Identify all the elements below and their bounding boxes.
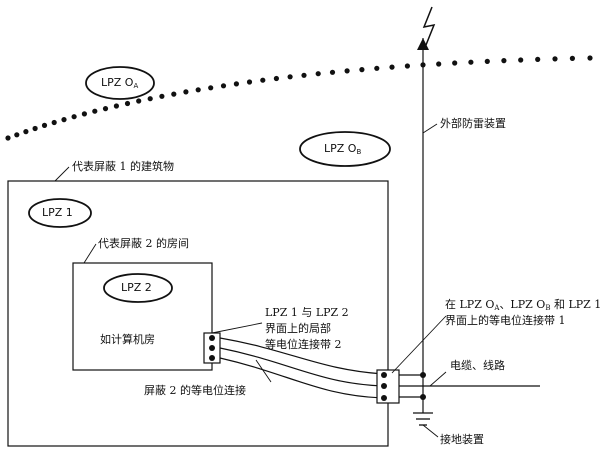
boundary-dot <box>113 103 119 109</box>
boundary-dot <box>359 67 365 73</box>
boundary-dot <box>501 58 507 64</box>
boundary-dot <box>569 55 576 62</box>
boundary-dot <box>159 93 165 99</box>
interface-bonding-bar-1-label-line1: 在 LPZ OA、LPZ OB 和 LPZ 1 <box>445 298 600 312</box>
boundary-dot <box>260 77 266 83</box>
boundary-dot <box>208 85 214 91</box>
boundary-dot <box>102 106 109 112</box>
boundary-dot <box>195 87 201 93</box>
boundary-dot <box>273 75 279 82</box>
lpz0b-label: LPZ OB <box>324 142 362 156</box>
local-bonding-bar-2-label-line2: 界面上的局部 <box>265 322 331 335</box>
cable-bundle <box>219 337 385 399</box>
lpz1-label: LPZ 1 <box>42 206 73 219</box>
boundary-dot <box>14 132 20 138</box>
lightning-bolt-icon <box>422 6 436 46</box>
boundary-dot <box>329 69 336 75</box>
boundary-dot <box>23 129 29 135</box>
lpz1-ellipse <box>28 198 92 228</box>
cables-lines-label: 电缆、线路 <box>450 359 505 372</box>
boundary-dot <box>344 68 350 74</box>
lpz0a-ellipse <box>85 66 155 100</box>
lpz0-boundary-dotted-line <box>5 55 593 141</box>
boundary-dot <box>124 100 131 107</box>
lpz0a-label: LPZ OA <box>101 76 139 90</box>
earthing-device-label: 接地装置 <box>440 433 484 446</box>
boundary-dot <box>147 96 153 102</box>
boundary-dot <box>51 119 57 126</box>
earth-ground-icon <box>413 412 433 426</box>
boundary-dot <box>518 57 524 63</box>
boundary-dot <box>233 81 239 87</box>
interface-bonding-bar-1-label-line2: 界面上的等电位连接带 1 <box>445 314 566 327</box>
boundary-dot <box>136 98 142 104</box>
bonding-bar-2-nodes <box>209 335 215 361</box>
boundary-dot <box>535 56 541 63</box>
boundary-dot <box>81 111 87 117</box>
external-lightning-protection-label: 外部防雷装置 <box>440 117 506 130</box>
boundary-dot <box>61 117 67 123</box>
leader-lines <box>54 123 447 438</box>
boundary-dot <box>484 58 490 64</box>
boundary-dot <box>374 65 380 71</box>
boundary-dot <box>301 72 307 78</box>
boundary-dot <box>552 56 558 62</box>
boundary-dot <box>220 83 227 89</box>
boundary-dot <box>71 114 77 120</box>
boundary-dot <box>246 79 253 85</box>
building-shield-1 <box>7 180 389 447</box>
shield-2-bonding-label: 屏蔽 2 的等电位连接 <box>144 384 246 397</box>
lpz0b-ellipse <box>299 131 391 167</box>
boundary-dot <box>587 55 593 61</box>
local-bonding-bar-2-label-line1: LPZ 1 与 LPZ 2 <box>265 306 349 319</box>
computer-room-label: 如计算机房 <box>100 333 155 346</box>
boundary-dot <box>92 108 98 114</box>
boundary-dot <box>41 122 48 128</box>
local-bonding-bar-2-label-line3: 等电位连接带 2 <box>265 338 342 351</box>
boundary-dot <box>287 74 293 80</box>
boundary-dot <box>315 71 321 77</box>
room-shield-2-label: 代表屏蔽 2 的房间 <box>98 237 189 250</box>
bonding-bar-1-nodes <box>381 372 426 401</box>
boundary-dot <box>404 63 410 69</box>
bonding-bar-1 <box>376 369 400 404</box>
building-shield-1-label: 代表屏蔽 1 的建筑物 <box>72 160 174 173</box>
lpz2-ellipse <box>103 273 173 303</box>
lpz2-label: LPZ 2 <box>121 281 152 294</box>
boundary-dot <box>171 91 177 97</box>
boundary-dot <box>452 60 458 66</box>
boundary-dot <box>389 64 395 70</box>
incoming-lines <box>384 374 540 398</box>
boundary-dot <box>183 89 189 95</box>
boundary-dot <box>32 125 38 132</box>
room-shield-2 <box>72 262 213 371</box>
arrow-icon <box>417 38 429 50</box>
boundary-dot <box>5 135 11 141</box>
boundary-dot <box>468 59 474 65</box>
boundary-dot <box>436 61 442 67</box>
